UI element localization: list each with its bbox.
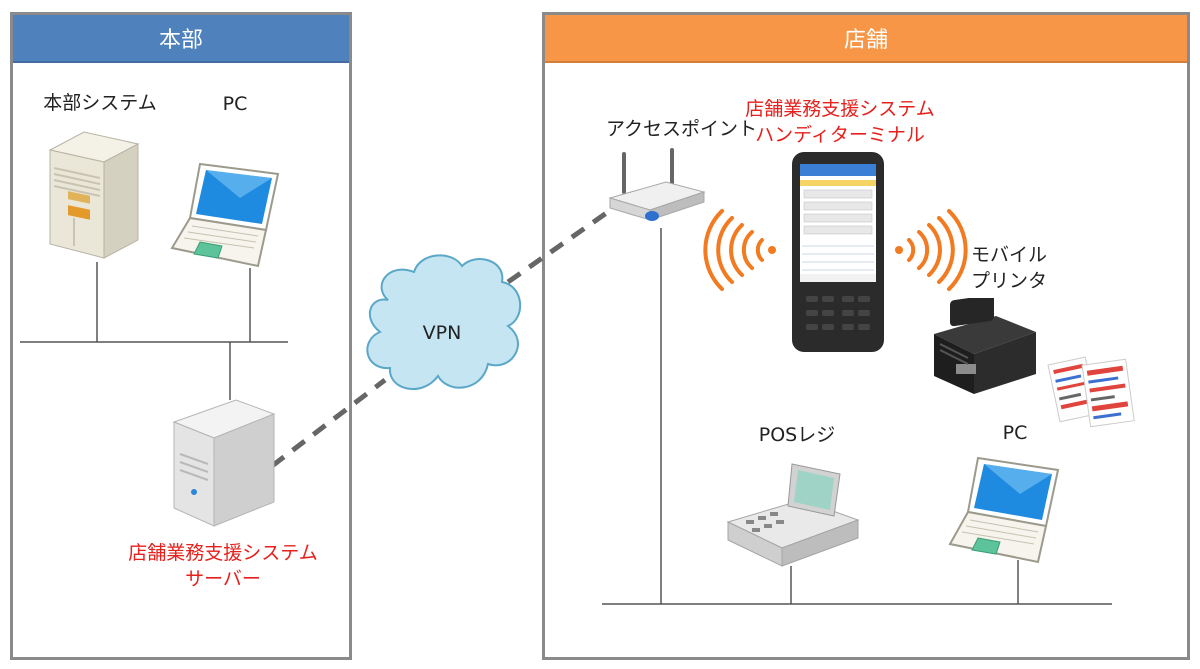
printed-labels-icon [1047, 356, 1135, 428]
vpn-cloud [366, 254, 522, 391]
server-label-line2: サーバー [185, 568, 261, 590]
store-header: 店舗 [545, 15, 1187, 63]
handy-label-line1: 店舗業務支援システム [745, 98, 935, 120]
app-server-icon [172, 399, 276, 527]
vpn-label: VPN [422, 322, 462, 344]
printer-label-line1: モバイル [970, 244, 1047, 266]
access-point-label: アクセスポイント [606, 118, 758, 140]
printer-label-line2: プリンタ [970, 270, 1047, 292]
wireless-waves-right [895, 209, 968, 291]
store-pc-label: PC [1002, 422, 1028, 444]
wireless-waves-left [703, 209, 776, 291]
mobile-printer-icon [934, 298, 1036, 394]
pos-register-icon [726, 463, 860, 567]
access-point-icon [608, 148, 706, 221]
store-laptop-icon [948, 456, 1060, 564]
hq-pc-label: PC [222, 93, 248, 115]
pos-register-label: POSレジ [758, 424, 836, 446]
hq-laptop-icon [170, 162, 280, 268]
server-label-line1: 店舗業務支援システム [128, 542, 318, 564]
vpn-link-server-side [270, 378, 387, 468]
handy-terminal-icon [792, 152, 884, 352]
handy-label-line2: ハンディターミナル [755, 124, 925, 146]
headquarters-panel: 本部 [10, 12, 352, 660]
handy-terminal-label: 店舗業務支援システム ハンディターミナル [740, 96, 940, 148]
server-label: 店舗業務支援システム サーバー [118, 540, 328, 592]
mobile-printer-label: モバイル プリンタ [964, 242, 1054, 294]
hq-system-server-icon [48, 131, 140, 259]
headquarters-header: 本部 [13, 15, 349, 63]
hq-system-label: 本部システム [43, 92, 157, 114]
